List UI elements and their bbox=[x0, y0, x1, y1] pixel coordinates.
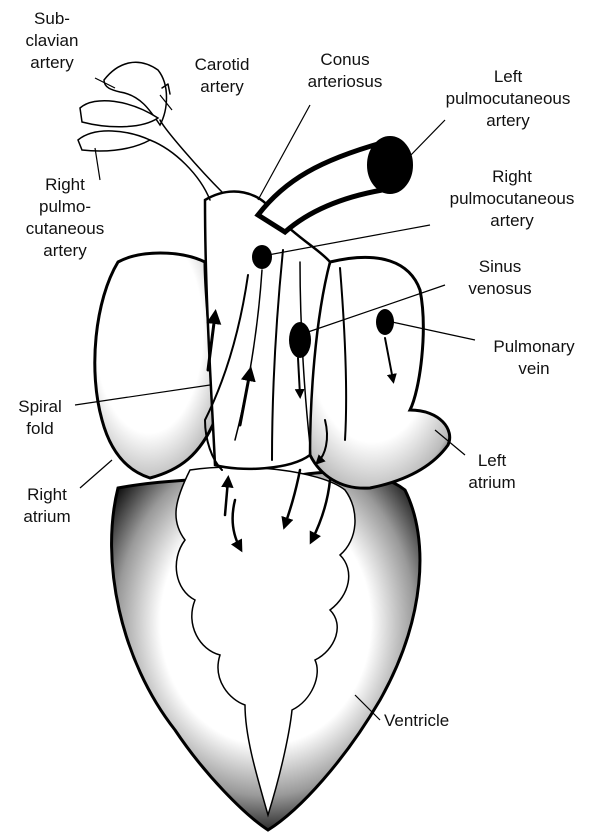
right-pulmocutaneous-artery-opening bbox=[252, 245, 272, 269]
ventricle bbox=[112, 467, 420, 830]
left-pulmocutaneous-artery-opening bbox=[368, 137, 412, 193]
right-pulmocutaneous-artery bbox=[78, 101, 210, 200]
svg-text:Ventricle: Ventricle bbox=[384, 711, 449, 730]
sinus-venosus-opening bbox=[289, 322, 311, 358]
label-ventricle: Ventricle bbox=[384, 711, 449, 730]
right-atrium bbox=[95, 253, 215, 478]
sinus-venosus-chamber bbox=[205, 192, 330, 469]
conus-arteriosus bbox=[258, 137, 412, 232]
left-atrium bbox=[308, 257, 450, 488]
pulmonary-vein-opening bbox=[376, 309, 394, 335]
carotid-artery bbox=[160, 84, 222, 192]
